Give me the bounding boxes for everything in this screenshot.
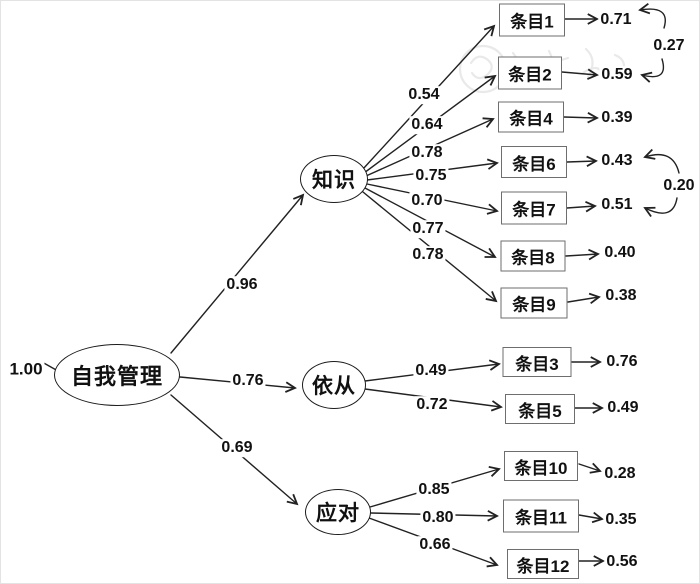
factor-ellipse-compliance: 依从 — [302, 361, 366, 409]
item-box-4: 条目4 — [498, 101, 564, 133]
covariance-label-2: 0.20 — [661, 177, 697, 195]
error-label-item5: 0.49 — [605, 399, 641, 417]
error-label-item9: 0.38 — [603, 287, 639, 305]
loading-label-item1: 0.54 — [406, 86, 442, 104]
error-label-item8: 0.40 — [602, 244, 638, 262]
factor-ellipse-knowledge: 知识 — [300, 155, 368, 203]
loading-label-item11: 0.80 — [420, 509, 456, 527]
path-coef-knowledge: 0.96 — [224, 276, 260, 294]
error-label-item11: 0.35 — [603, 511, 639, 529]
error-arrow-item10 — [578, 462, 602, 474]
covariance-curve-e6 — [643, 148, 680, 174]
error-arrow-item9 — [567, 292, 601, 305]
error-label-item1: 0.71 — [598, 11, 634, 29]
item-box-6: 条目6 — [501, 146, 567, 178]
error-label-item7: 0.51 — [599, 196, 635, 214]
loading-label-item5: 0.72 — [414, 396, 450, 414]
error-arrow-item8 — [565, 248, 600, 261]
item-box-7: 条目7 — [501, 191, 567, 225]
item-box-5: 条目5 — [505, 394, 575, 424]
error-label-item4: 0.39 — [599, 109, 635, 127]
covariance-curve-e2 — [640, 58, 665, 83]
loading-label-item12: 0.66 — [417, 536, 453, 554]
variance-label: 1.00 — [7, 359, 45, 380]
loading-label-item2: 0.64 — [409, 116, 445, 134]
error-label-item6: 0.43 — [599, 152, 635, 170]
factor-ellipse-coping: 应对 — [305, 489, 371, 535]
item-box-10: 条目10 — [504, 451, 578, 481]
loading-label-item10: 0.85 — [416, 481, 452, 499]
error-arrow-item2 — [561, 68, 599, 80]
error-arrow-item6 — [566, 155, 598, 168]
error-arrow-item7 — [566, 200, 597, 213]
path-coef-compliance: 0.76 — [230, 372, 266, 390]
error-arrow-item11 — [578, 511, 604, 524]
loading-label-item9: 0.78 — [410, 246, 446, 264]
covariance-curve-e7 — [643, 197, 678, 218]
error-arrow-item4 — [563, 112, 599, 124]
latent-ellipse: 自我管理 — [54, 344, 180, 406]
error-label-item2: 0.59 — [599, 66, 635, 84]
item-box-12: 条目12 — [507, 549, 579, 579]
item-box-1: 条目1 — [499, 3, 565, 37]
item-box-3: 条目3 — [502, 347, 572, 377]
item-box-2: 条目2 — [498, 56, 562, 90]
loading-label-item3: 0.49 — [413, 362, 449, 380]
item-box-9: 条目9 — [500, 287, 568, 319]
loading-label-item4: 0.78 — [409, 144, 445, 162]
path-coef-coping: 0.69 — [219, 439, 255, 457]
covariance-label-1: 0.27 — [651, 37, 687, 55]
path-latent-knowledge — [170, 193, 305, 354]
error-label-item12: 0.56 — [604, 553, 640, 571]
loading-label-item6: 0.75 — [413, 167, 449, 185]
loading-label-item7: 0.70 — [409, 192, 445, 210]
item-box-11: 条目11 — [503, 499, 579, 533]
item-box-8: 条目8 — [500, 240, 566, 272]
covariance-curve-e1 — [638, 2, 666, 29]
error-label-item3: 0.76 — [604, 353, 640, 371]
error-label-item10: 0.28 — [602, 465, 638, 483]
loading-label-item8: 0.77 — [410, 220, 446, 238]
